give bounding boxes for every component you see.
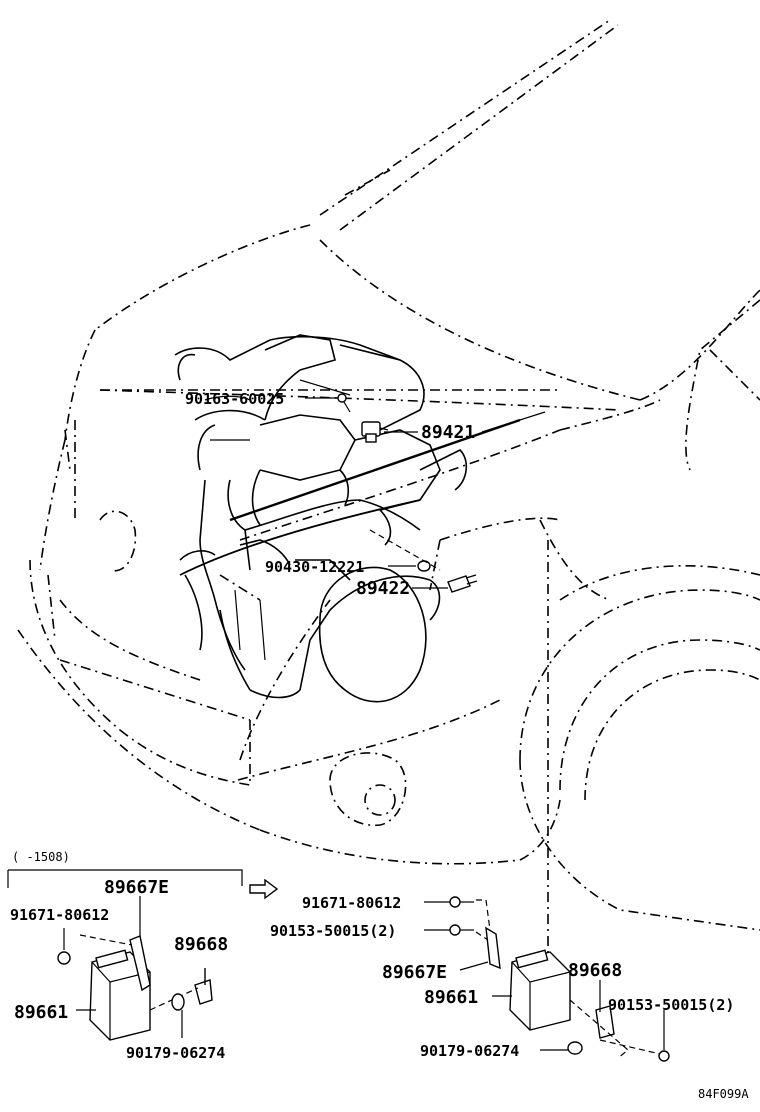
diagram-code: 84F099A <box>698 1087 749 1101</box>
label-right-90179-06274[interactable]: 90179-06274 <box>420 1042 519 1060</box>
bolt-90163 <box>337 393 351 413</box>
leader-lines-top <box>305 397 546 589</box>
ecu-assembly-right <box>424 896 670 1062</box>
label-right-90153-50015-b[interactable]: 90153-50015(2) <box>608 996 734 1014</box>
label-left-89667e[interactable]: 89667E <box>104 877 169 898</box>
label-right-89667e[interactable]: 89667E <box>382 962 447 983</box>
label-90163-60025[interactable]: 90163-60025 <box>185 390 284 408</box>
sensor-89422 <box>447 574 478 593</box>
label-left-89661[interactable]: 89661 <box>14 1002 68 1023</box>
label-right-89668[interactable]: 89668 <box>568 960 622 981</box>
engine-assembly <box>174 334 521 703</box>
label-right-89661[interactable]: 89661 <box>424 987 478 1008</box>
label-left-90179-06274[interactable]: 90179-06274 <box>126 1044 225 1062</box>
label-89422[interactable]: 89422 <box>356 578 410 599</box>
label-89421[interactable]: 89421 <box>421 422 475 443</box>
label-right-90153-50015-a[interactable]: 90153-50015(2) <box>270 922 396 940</box>
part-labels: 90163-60025 89421 90430-12221 89422 ( -1… <box>10 390 749 1101</box>
car-body-outline <box>17 19 760 960</box>
label-90430-12221[interactable]: 90430-12221 <box>265 558 364 576</box>
label-date-range: ( -1508) <box>12 850 70 864</box>
label-right-91671-80612[interactable]: 91671-80612 <box>302 894 401 912</box>
gasket-90430 <box>369 529 441 572</box>
label-left-89668[interactable]: 89668 <box>174 934 228 955</box>
inset-left <box>7 869 279 1041</box>
sensor-89421 <box>361 421 389 443</box>
label-left-91671-80612[interactable]: 91671-80612 <box>10 906 109 924</box>
